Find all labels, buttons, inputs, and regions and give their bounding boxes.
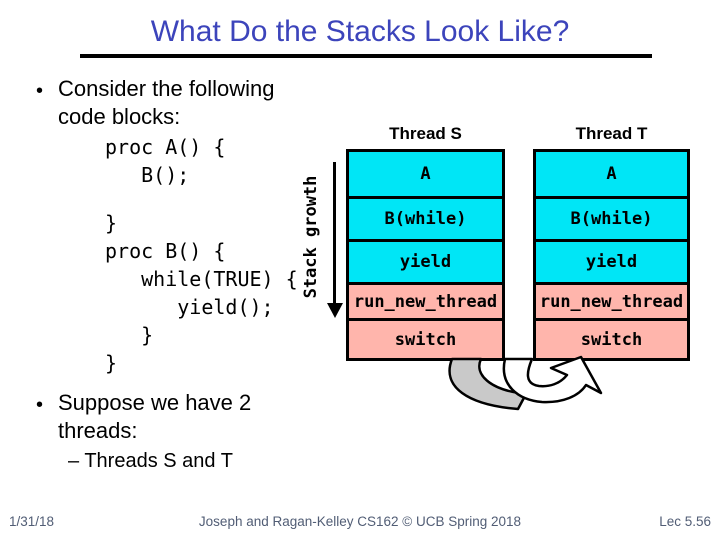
bullet2-line2: threads: xyxy=(58,418,138,443)
stack-frame: switch xyxy=(536,321,687,358)
stack-frame: run_new_thread xyxy=(349,285,502,321)
footer-date: 1/31/18 xyxy=(9,514,55,529)
bullet1-line2: code blocks: xyxy=(58,104,181,129)
footer-lecture-number: Lec 5.56 xyxy=(659,514,711,529)
code-line: proc A() { xyxy=(105,135,226,159)
code-line: B(); xyxy=(105,163,190,187)
code-line: } xyxy=(105,351,118,375)
bullet-marker: • xyxy=(36,80,44,102)
stack-frame: A xyxy=(349,152,502,199)
sub-bullet: – Threads S and T xyxy=(68,450,233,472)
code-line: proc B() { xyxy=(105,239,226,263)
title-underline xyxy=(80,54,652,58)
switch-arrow-gray xyxy=(448,357,528,411)
thread-s-stack: A B(while) yield run_new_thread switch xyxy=(346,149,505,361)
stack-frame: run_new_thread xyxy=(536,285,687,321)
code-line: yield(); xyxy=(105,295,274,319)
stack-growth-arrow-line xyxy=(333,162,336,304)
code-line: while(TRUE) { xyxy=(105,267,298,291)
bullet1-line1: Consider the following xyxy=(58,76,275,101)
stack-growth-arrow-head-icon xyxy=(327,303,343,318)
code-line: } xyxy=(105,323,154,347)
stack-frame: A xyxy=(536,152,687,199)
thread-t-header: Thread T xyxy=(575,124,648,143)
bullet2-line1: Suppose we have 2 xyxy=(58,390,252,415)
bullet-marker: • xyxy=(36,394,44,416)
stack-growth-label: Stack growth xyxy=(301,175,321,299)
thread-t-stack: A B(while) yield run_new_thread switch xyxy=(533,149,690,361)
stack-frame: B(while) xyxy=(349,199,502,242)
context-switch-arrow-icon xyxy=(448,355,603,411)
footer-credit: Joseph and Ragan-Kelley CS162 © UCB Spri… xyxy=(198,514,522,529)
code-line xyxy=(105,189,298,209)
stack-frame: yield xyxy=(536,242,687,285)
stack-frame: yield xyxy=(349,242,502,285)
stack-frame: B(while) xyxy=(536,199,687,242)
thread-s-header: Thread S xyxy=(389,124,462,143)
code-block: proc A() { B(); } proc B() { while(TRUE)… xyxy=(105,133,298,377)
switch-arrow-white xyxy=(502,355,603,404)
stack-frame: switch xyxy=(349,321,502,358)
code-line: } xyxy=(105,211,118,235)
page-title: What Do the Stacks Look Like? xyxy=(150,15,570,48)
